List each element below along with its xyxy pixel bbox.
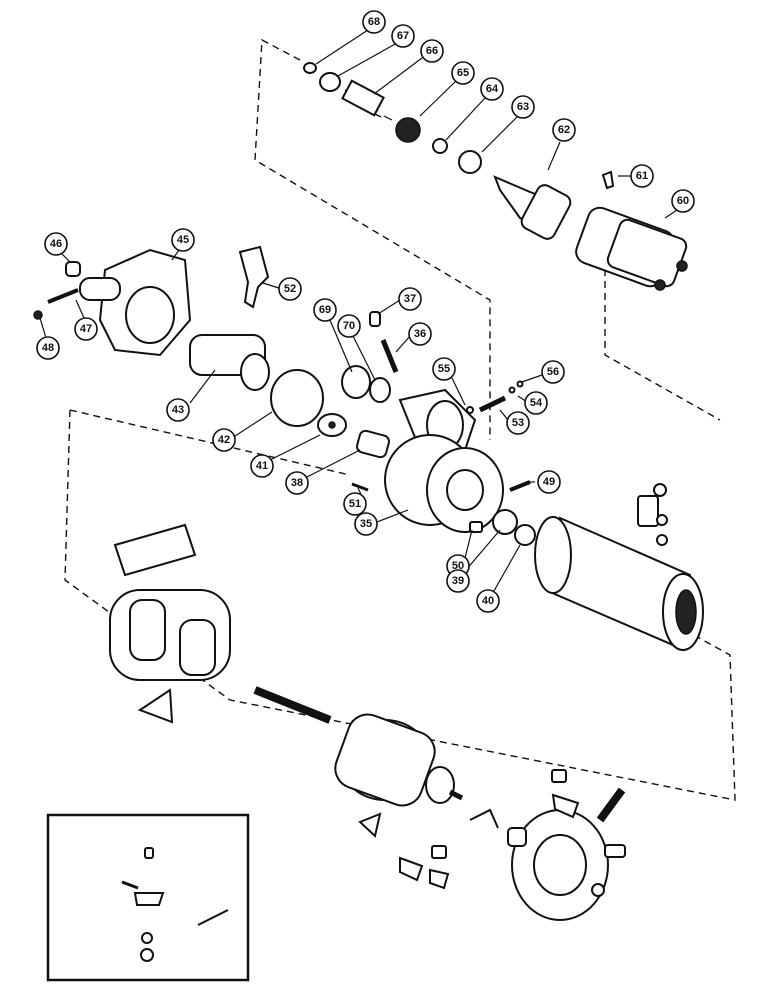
callout-54: 54: [524, 391, 548, 415]
svg-text:62: 62: [558, 124, 570, 136]
callout-42: 42: [212, 428, 236, 452]
callout-53: 53: [506, 411, 530, 435]
callout-40: 40: [476, 589, 500, 613]
svg-text:42: 42: [218, 434, 230, 446]
solenoid-body: [575, 170, 688, 291]
end-frame-parts: [358, 769, 626, 921]
svg-text:68: 68: [368, 16, 380, 28]
callout-63: 63: [511, 95, 535, 119]
callout-36: 36: [408, 322, 432, 346]
callout-61: 61: [630, 164, 654, 188]
callout-66: 66: [420, 39, 444, 63]
callout-56: 56: [541, 360, 565, 384]
field-coils: [109, 523, 231, 724]
inset-detail: [46, 813, 250, 982]
svg-text:65: 65: [457, 67, 469, 79]
callout-69: 69: [313, 298, 337, 322]
callout-43: 43: [166, 398, 190, 422]
svg-text:66: 66: [426, 45, 438, 57]
drive-housing-group: [33, 245, 347, 437]
svg-text:54: 54: [530, 397, 543, 409]
svg-text:64: 64: [486, 83, 499, 95]
callout-48: 48: [36, 336, 60, 360]
callout-47: 47: [74, 317, 98, 341]
solenoid-plunger-parts: [303, 62, 572, 240]
svg-text:43: 43: [172, 404, 184, 416]
svg-text:38: 38: [291, 477, 303, 489]
svg-text:56: 56: [547, 366, 559, 378]
callout-37: 37: [398, 287, 422, 311]
svg-text:61: 61: [636, 170, 648, 182]
callout-64: 64: [480, 77, 504, 101]
callout-55: 55: [432, 357, 456, 381]
svg-text:46: 46: [50, 238, 62, 250]
leader-lines: [39, 29, 678, 599]
svg-text:51: 51: [349, 498, 361, 510]
svg-text:67: 67: [397, 30, 409, 42]
center-small-parts: [341, 311, 524, 459]
callout-51: 51: [343, 492, 367, 516]
svg-text:41: 41: [256, 460, 268, 472]
callout-39: 39: [446, 569, 470, 593]
callout-52: 52: [278, 277, 302, 301]
svg-text:49: 49: [543, 476, 555, 488]
solenoid-dash-outline: [254, 38, 721, 440]
armature: [253, 686, 464, 807]
svg-text:45: 45: [177, 234, 189, 246]
svg-text:39: 39: [452, 575, 464, 587]
callout-41: 41: [250, 454, 274, 478]
svg-text:70: 70: [343, 320, 355, 332]
svg-text:48: 48: [42, 342, 54, 354]
svg-text:37: 37: [404, 293, 416, 305]
svg-text:69: 69: [319, 304, 331, 316]
svg-text:50: 50: [452, 560, 464, 572]
callout-67: 67: [391, 24, 415, 48]
callout-35: 35: [354, 512, 378, 536]
callout-60: 60: [671, 189, 695, 213]
svg-text:36: 36: [414, 328, 426, 340]
callout-38: 38: [285, 471, 309, 495]
callout-45: 45: [171, 228, 195, 252]
svg-text:52: 52: [284, 283, 296, 295]
callout-68: 68: [362, 10, 386, 34]
callout-46: 46: [44, 232, 68, 256]
svg-text:63: 63: [517, 101, 529, 113]
callout-65: 65: [451, 61, 475, 85]
callout-62: 62: [552, 118, 576, 142]
svg-text:53: 53: [512, 417, 524, 429]
svg-text:40: 40: [482, 595, 494, 607]
callout-70: 70: [337, 314, 361, 338]
svg-text:47: 47: [80, 323, 92, 335]
nose-housing: [351, 434, 536, 546]
field-frame: [534, 483, 704, 651]
svg-text:60: 60: [677, 195, 689, 207]
callout-49: 49: [537, 470, 561, 494]
svg-text:35: 35: [360, 518, 372, 530]
svg-text:55: 55: [438, 363, 450, 375]
